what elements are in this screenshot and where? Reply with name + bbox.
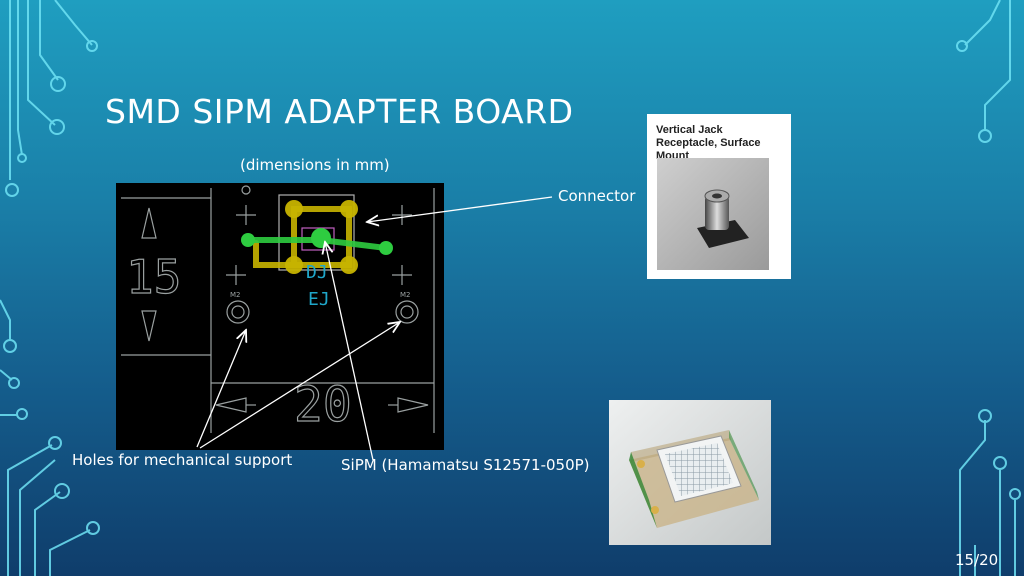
pcb-dim-width: 20 [294,377,352,433]
pcb-hole-label-right: M2 [400,291,411,299]
pcb-layout-image: 15 20 DJ EJ M2 M2 [116,183,444,450]
dimensions-note: (dimensions in mm) [240,156,390,174]
sipm-photo [609,400,771,545]
slide-title: SMD SIPM ADAPTER BOARD [105,92,574,131]
page-number: 15/20 [955,551,999,569]
pcb-designator-1: DJ [306,262,328,283]
connector-label: Connector [558,187,636,205]
pcb-hole-label-left: M2 [230,291,241,299]
holes-label: Holes for mechanical support [72,451,293,469]
connector-photo: Vertical Jack Receptacle, Surface Mount [647,114,791,279]
sipm-label: SiPM (Hamamatsu S12571-050P) [341,456,590,474]
pcb-designator-2: EJ [308,289,330,310]
pcb-dim-height: 15 [126,250,181,304]
